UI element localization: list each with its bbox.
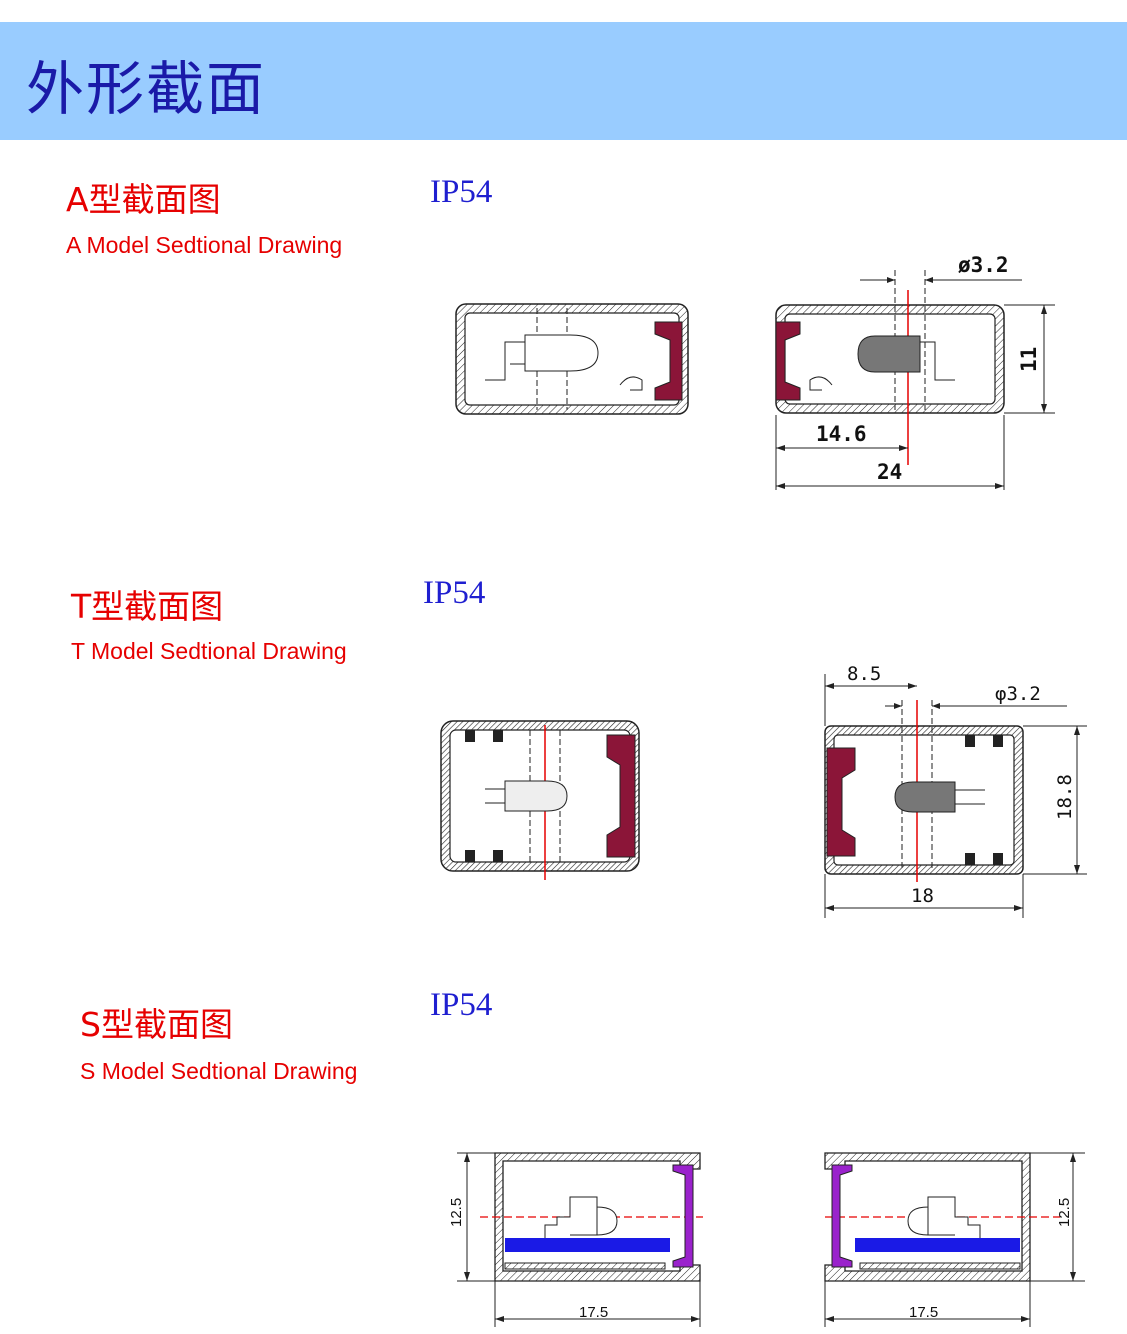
section-s-rating: IP54 [430, 987, 493, 1023]
t-dim-diameter: φ3.2 [995, 683, 1041, 705]
t-model-drawing-left [440, 720, 640, 880]
s-pcb-right [855, 1238, 1020, 1252]
s-dim-height-right: 12.5 [1056, 1198, 1073, 1227]
s-dim-height-left: 12.5 [448, 1198, 465, 1227]
t-dim-width: 18 [911, 885, 934, 907]
section-a-rating: IP54 [430, 174, 493, 210]
t-dim-offset: 8.5 [847, 663, 881, 685]
s-model-drawing-right: 12.5 17.5 [824, 1152, 1085, 1327]
section-s-title: S型截面图 [80, 1005, 233, 1044]
a-gasket-left [654, 321, 683, 401]
header-banner: 外形截面 [0, 22, 1127, 140]
a-dim-offset: 14.6 [816, 422, 867, 446]
s-cover-right [831, 1164, 853, 1268]
a-model-drawing-right: ø3.2 11 14.6 24 [775, 253, 1055, 490]
s-pcb-left [505, 1238, 670, 1252]
s-cover-left [672, 1164, 694, 1268]
a-dim-diameter: ø3.2 [958, 253, 1009, 277]
a-gasket-right [775, 321, 801, 401]
page-title: 外形截面 [26, 55, 267, 123]
section-a-title: A型截面图 [66, 180, 221, 219]
a-dim-height: 11 [1017, 347, 1041, 372]
section-t-title: T型截面图 [71, 587, 224, 626]
s-dim-width-right: 17.5 [909, 1304, 938, 1321]
section-s-subtitle: S Model Sedtional Drawing [80, 1058, 358, 1084]
section-a-subtitle: A Model Sedtional Drawing [66, 232, 343, 258]
s-model-drawing-left: 12.5 17.5 [448, 1152, 703, 1327]
t-model-drawing-right: 8.5 φ3.2 18.8 18 [824, 663, 1087, 918]
a-dim-width: 24 [877, 460, 902, 484]
section-t-subtitle: T Model Sedtional Drawing [71, 638, 347, 664]
section-t-rating: IP54 [423, 575, 486, 611]
t-dim-height: 18.8 [1054, 774, 1076, 820]
a-model-drawing-left [455, 303, 689, 415]
s-dim-width-left: 17.5 [579, 1304, 608, 1321]
